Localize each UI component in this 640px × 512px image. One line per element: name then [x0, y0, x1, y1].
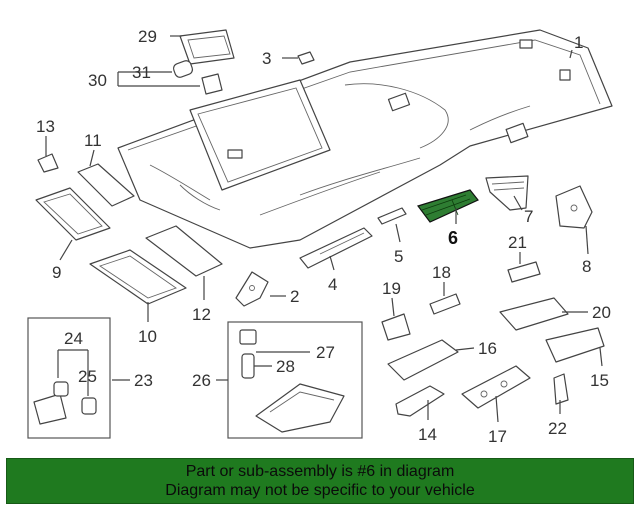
part-10[interactable] — [89, 249, 187, 305]
inset-box-26 — [227, 321, 363, 439]
callout-8: 8 — [582, 257, 591, 276]
callout-17: 17 — [488, 427, 507, 446]
part-31[interactable] — [172, 59, 194, 78]
callout-9: 9 — [52, 263, 61, 282]
part-9[interactable] — [35, 187, 111, 241]
callout-labels: 1 2 3 4 5 6 7 8 9 10 11 12 13 14 15 16 1… — [36, 27, 611, 446]
part-7[interactable] — [485, 175, 529, 211]
part-15[interactable] — [545, 327, 605, 363]
part-19[interactable] — [381, 313, 411, 341]
part-13[interactable] — [37, 153, 59, 173]
inset-box-23 — [27, 317, 111, 439]
part-17[interactable] — [461, 365, 531, 409]
callout-22: 22 — [548, 419, 567, 438]
part-14[interactable] — [395, 385, 445, 417]
part-30[interactable] — [201, 73, 223, 95]
callout-20: 20 — [592, 303, 611, 322]
callout-28: 28 — [276, 357, 295, 376]
part-12[interactable] — [145, 225, 223, 277]
part-1-headliner[interactable] — [117, 29, 613, 249]
part-29[interactable] — [179, 29, 235, 65]
callout-13: 13 — [36, 117, 55, 136]
callout-3: 3 — [262, 49, 271, 68]
callout-15: 15 — [590, 371, 609, 390]
part-11[interactable] — [77, 163, 135, 207]
part-16[interactable] — [387, 339, 459, 381]
part-5[interactable] — [377, 207, 407, 225]
callout-25: 25 — [78, 367, 97, 386]
part-8[interactable] — [555, 185, 593, 229]
callout-14: 14 — [418, 425, 437, 444]
callout-30: 30 — [88, 71, 107, 90]
callout-10: 10 — [138, 327, 157, 346]
callout-2: 2 — [290, 287, 299, 306]
callout-11: 11 — [84, 131, 102, 150]
callout-16: 16 — [478, 339, 497, 358]
part-20[interactable] — [499, 297, 569, 331]
callout-21: 21 — [508, 233, 527, 252]
callout-31: 31 — [132, 63, 151, 82]
banner-line-2: Diagram may not be specific to your vehi… — [165, 482, 475, 499]
callout-6: 6 — [448, 228, 458, 248]
callout-7: 7 — [524, 207, 533, 226]
part-21[interactable] — [507, 261, 541, 283]
callout-18: 18 — [432, 263, 451, 282]
leader-lines — [45, 35, 603, 423]
callout-24: 24 — [64, 329, 83, 348]
part-22[interactable] — [553, 373, 569, 405]
callout-26: 26 — [192, 371, 211, 390]
part-2[interactable] — [235, 271, 269, 307]
part-4[interactable] — [299, 227, 373, 269]
part-18[interactable] — [429, 293, 461, 315]
part-6-highlighted[interactable] — [417, 189, 479, 223]
callout-1: 1 — [574, 33, 583, 52]
callout-4: 4 — [328, 275, 337, 294]
part-3[interactable] — [297, 51, 315, 65]
callout-12: 12 — [192, 305, 211, 324]
callout-5: 5 — [394, 247, 403, 266]
callout-23: 23 — [134, 371, 153, 390]
callout-27: 27 — [316, 343, 335, 362]
banner-line-1: Part or sub-assembly is #6 in diagram — [185, 463, 455, 480]
callout-29: 29 — [138, 27, 157, 46]
info-banner: Part or sub-assembly is #6 in diagram Di… — [6, 458, 634, 504]
callout-19: 19 — [382, 279, 401, 298]
